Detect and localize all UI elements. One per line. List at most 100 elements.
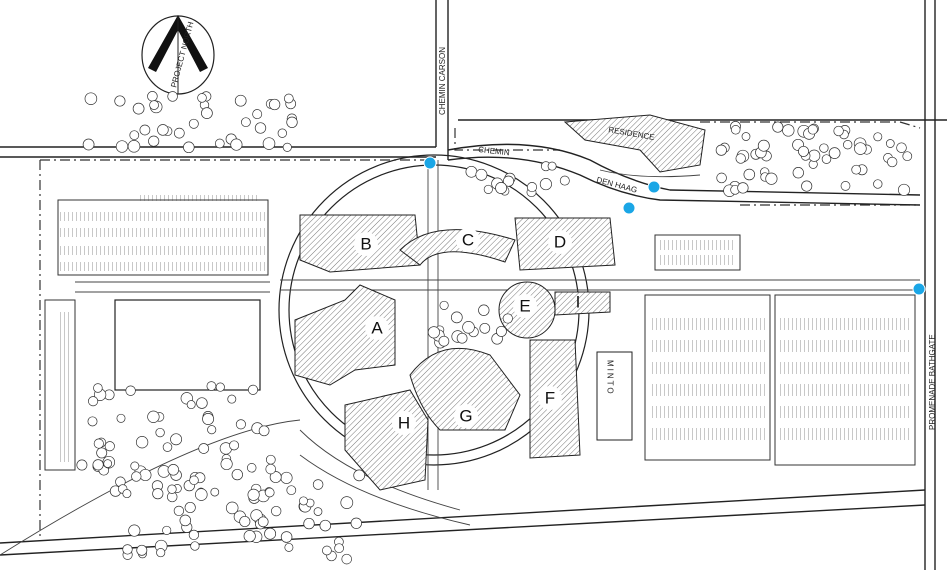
tree — [896, 142, 907, 153]
building-labels: B C D A E I F G H MINTO — [354, 228, 615, 435]
tree — [231, 468, 243, 481]
tree — [715, 144, 727, 156]
tree — [156, 548, 166, 558]
tree — [162, 442, 173, 452]
tree — [269, 471, 282, 484]
tree — [247, 384, 259, 395]
tree — [265, 454, 276, 465]
tree — [215, 382, 225, 392]
tree — [241, 117, 251, 128]
tree — [479, 322, 491, 334]
tree — [854, 142, 867, 155]
tree — [757, 139, 770, 152]
building-f-label: F — [545, 389, 555, 408]
tree — [284, 542, 294, 552]
access-point-marker[interactable] — [622, 201, 636, 215]
tree — [210, 487, 220, 497]
tree — [439, 300, 449, 310]
access-point-marker[interactable] — [912, 282, 926, 296]
tree — [239, 515, 251, 528]
tree — [135, 436, 149, 449]
tree — [207, 425, 217, 435]
tree — [319, 519, 332, 532]
tree — [122, 489, 132, 499]
tree — [147, 91, 158, 102]
tree — [264, 487, 275, 498]
building-b-label: B — [360, 235, 371, 254]
tree — [280, 471, 293, 484]
tree — [833, 125, 844, 137]
street-den-haag: DEN HAAG — [595, 175, 638, 195]
tree — [438, 335, 450, 347]
tree — [322, 545, 332, 556]
tree — [189, 475, 199, 486]
tree — [462, 321, 475, 334]
tree — [873, 179, 883, 189]
tree — [313, 507, 323, 516]
tree — [258, 425, 270, 437]
campus-buildings — [294, 214, 633, 491]
street-chemin: CHEMIN — [478, 145, 511, 157]
tree — [188, 118, 199, 129]
tree — [243, 530, 256, 543]
tree — [247, 488, 260, 501]
tree — [92, 459, 104, 471]
tree — [450, 311, 463, 324]
tree — [103, 459, 113, 468]
tree — [303, 517, 315, 530]
tree — [282, 142, 292, 152]
tree — [104, 441, 115, 452]
building-g-shape — [409, 347, 521, 431]
access-point-marker[interactable] — [647, 180, 661, 194]
tree — [495, 182, 508, 194]
tree — [526, 182, 538, 193]
access-point-marker[interactable] — [423, 156, 437, 170]
tree — [136, 544, 148, 556]
tree — [220, 457, 233, 471]
tree — [132, 102, 145, 115]
tree — [539, 178, 552, 191]
residence-building: RESIDENCE — [563, 114, 706, 173]
tree — [465, 165, 478, 178]
building-i-label: I — [576, 293, 581, 312]
tree — [807, 124, 818, 135]
tree — [851, 164, 862, 175]
street-chemin-carson: CHEMIN CARSON — [438, 47, 447, 115]
street-promenade-bathgate: PROMENADE BATHGATE — [928, 334, 937, 430]
tree — [254, 122, 267, 134]
tree — [186, 400, 196, 410]
tree — [716, 172, 727, 184]
tree — [280, 531, 293, 543]
tree — [188, 529, 200, 541]
tree — [257, 516, 269, 528]
parking-east — [644, 234, 916, 466]
tree — [246, 463, 257, 473]
tree — [139, 124, 151, 136]
tree — [179, 514, 192, 527]
tree — [114, 95, 126, 107]
tree — [115, 140, 129, 153]
trees — [76, 91, 913, 565]
tree — [350, 517, 362, 529]
tree — [286, 485, 297, 496]
tree — [730, 125, 741, 135]
tree — [341, 553, 352, 565]
tree — [82, 138, 95, 151]
tree — [277, 128, 287, 138]
tree — [127, 140, 141, 153]
tree — [170, 433, 183, 446]
tree — [129, 130, 140, 141]
tree — [792, 167, 804, 179]
tree — [502, 313, 513, 324]
tree — [139, 468, 152, 482]
tree — [737, 182, 749, 194]
tree — [225, 501, 239, 515]
tree — [741, 132, 751, 141]
tree — [897, 183, 911, 196]
tree — [735, 153, 746, 164]
tree — [743, 168, 756, 181]
tree — [902, 151, 913, 162]
tree — [782, 124, 795, 137]
tree — [173, 505, 185, 517]
